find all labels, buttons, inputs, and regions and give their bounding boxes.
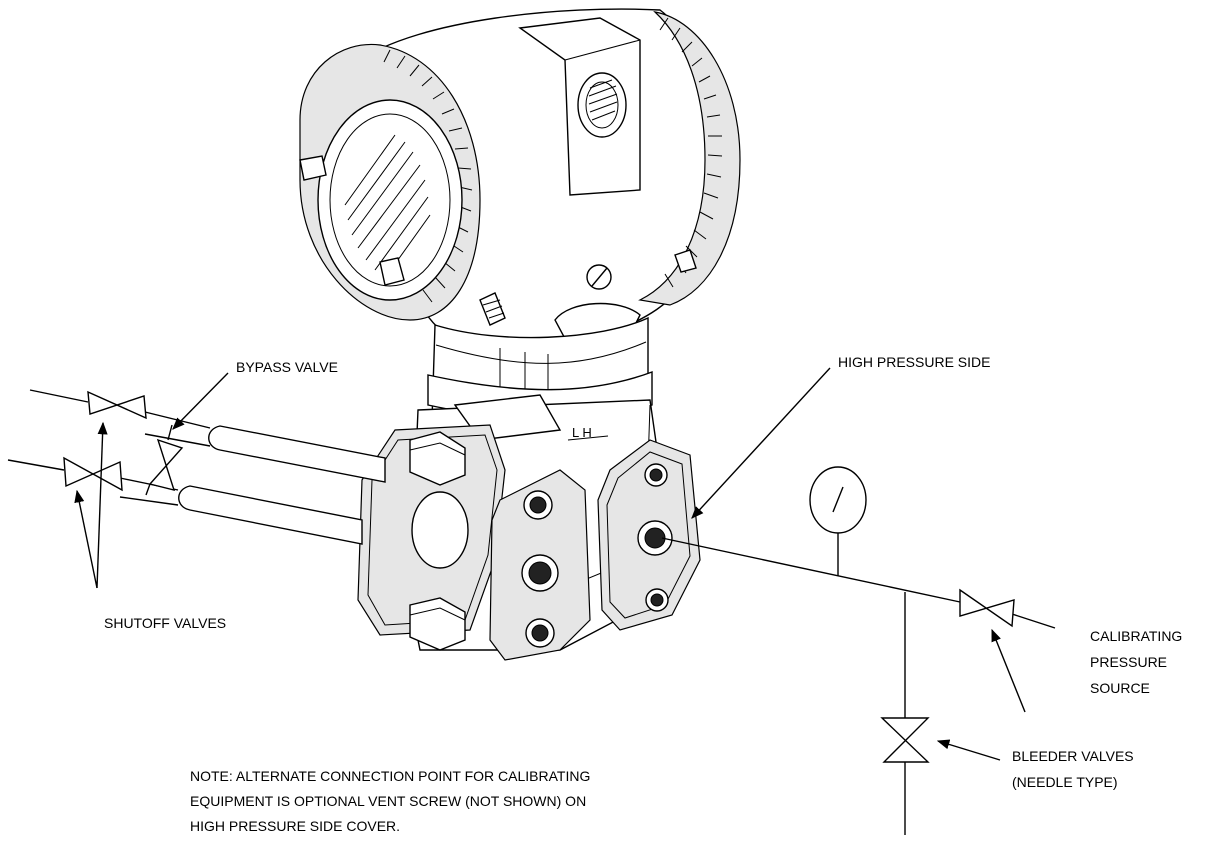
high-pressure-side-label: HIGH PRESSURE SIDE (838, 354, 990, 370)
left-flange-bolts (409, 431, 469, 651)
electronics-housing (299, 8, 741, 351)
center-flange-ports (521, 490, 559, 648)
left-cover-ribs (383, 49, 473, 303)
note-line2: EQUIPMENT IS OPTIONAL VENT SCREW (NOT SH… (190, 793, 586, 809)
diagram-labels: BYPASS VALVE HIGH PRESSURE SIDE SHUTOFF … (104, 354, 1182, 834)
calibrating-source-label-line2: PRESSURE (1090, 654, 1167, 670)
note-line1: NOTE: ALTERNATE CONNECTION POINT FOR CAL… (190, 768, 590, 784)
housing-marking: L H (572, 425, 592, 440)
calibrating-source-label-line1: CALIBRATING (1090, 628, 1182, 644)
calibration-piping (661, 532, 1056, 835)
sensor-body: L H (357, 394, 701, 661)
calibrating-source-valve (959, 588, 1015, 628)
pressure-gauge (809, 466, 867, 534)
transmitter: L H (299, 8, 741, 661)
leader-arrows (74, 367, 1026, 761)
bypass-valve-label: BYPASS VALVE (236, 359, 338, 375)
impulse-lines (119, 411, 386, 545)
shutoff-valves-label: SHUTOFF VALVES (104, 615, 226, 631)
right-flange-ports (637, 463, 673, 612)
bypass-valve (145, 424, 184, 496)
shutoff-valve-upper (29, 389, 147, 420)
shutoff-valve-lower (7, 456, 123, 492)
window-glass-hatch (344, 134, 431, 279)
calibrating-source-label-line3: SOURCE (1090, 680, 1150, 696)
note-line3: HIGH PRESSURE SIDE COVER. (190, 818, 400, 834)
bleeder-valves-label-line1: BLEEDER VALVES (1012, 748, 1134, 764)
bleeder-valves-label-line2: (NEEDLE TYPE) (1012, 774, 1118, 790)
bleeder-valve (880, 717, 930, 763)
